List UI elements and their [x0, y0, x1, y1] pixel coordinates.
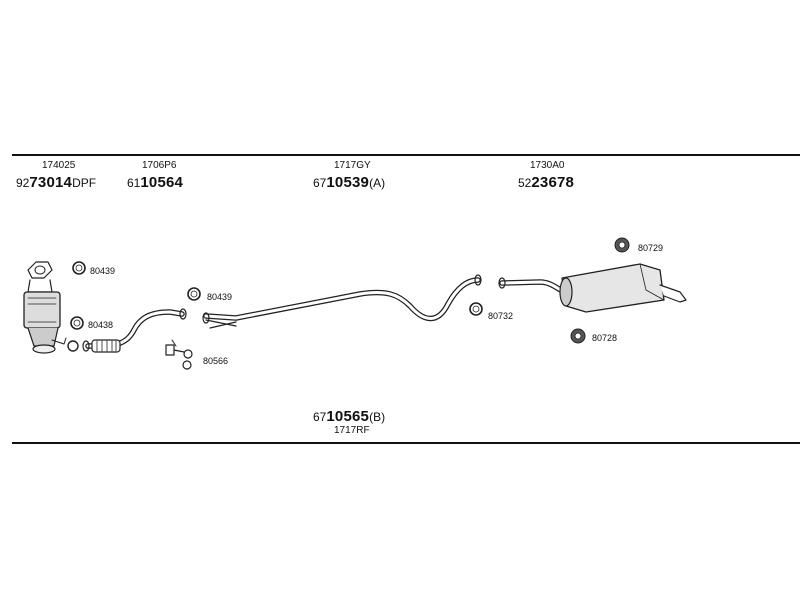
clamp-mid: [469, 302, 483, 316]
clamp-dpf-outlet: [67, 340, 79, 352]
clamp-dpf-bottom: [70, 316, 84, 330]
rubber-hanger-bottom: [570, 328, 586, 344]
part-number-rear-silencer: 5223678: [518, 174, 575, 191]
rear-silencer: [498, 263, 687, 313]
ref-rear-silencer: 1730A0: [530, 160, 565, 171]
label-hanger-kit: 80566: [203, 356, 229, 366]
label-clamp-dpf-top: 80439: [90, 266, 116, 276]
ref-middle-pipe: 1717GY: [334, 160, 371, 171]
clamp-flex: [187, 287, 201, 301]
label-rubber-bottom: 80728: [592, 333, 618, 343]
bottom-rule: [12, 442, 800, 444]
middle-pipe: [202, 274, 482, 329]
part-number-dpf: 9273014DPF: [16, 174, 97, 191]
ref-front-pipe: 1706P6: [142, 160, 177, 171]
part-number-middle-pipe-b: 6710565(B): [313, 408, 386, 425]
label-rubber-top: 80729: [638, 243, 664, 253]
rubber-hanger-top: [614, 237, 630, 253]
dpf-unit: [23, 261, 67, 354]
label-clamp-dpf-bottom: 80438: [88, 320, 114, 330]
part-number-front-pipe: 6110564: [127, 174, 184, 191]
ref-middle-pipe-b: 1717RF: [334, 425, 370, 436]
label-clamp-mid: 80732: [488, 311, 514, 321]
clamp-dpf-top: [72, 261, 86, 275]
top-rule: [12, 154, 800, 156]
hanger-kit: [165, 339, 193, 370]
label-clamp-flex: 80439: [207, 292, 233, 302]
front-pipe: [82, 308, 187, 353]
ref-dpf: 174025: [42, 160, 76, 171]
part-number-middle-pipe: 6710539(A): [313, 174, 386, 191]
